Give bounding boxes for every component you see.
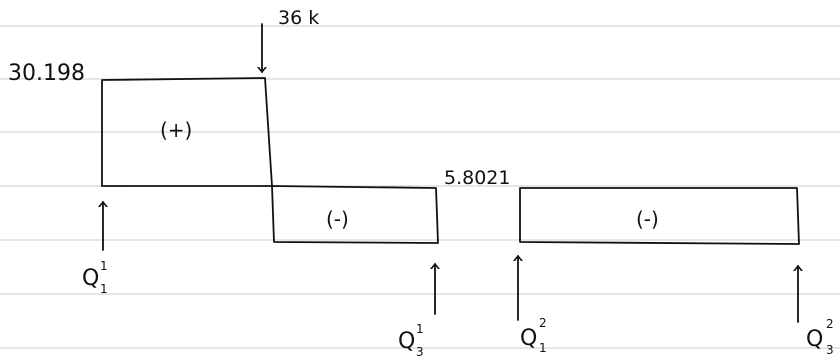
reaction-q: Q	[398, 329, 415, 354]
region-sign-minus-2: (-)	[636, 207, 659, 231]
reaction-label-q13: Q 1 3	[398, 322, 424, 359]
reaction-label-q21: Q 2 1	[520, 316, 547, 355]
positive-shear-block	[101, 77, 273, 187]
negative-shear-block-1	[271, 185, 439, 244]
reaction-superscript: 2	[539, 316, 547, 330]
reaction-subscript: 3	[826, 343, 834, 357]
reaction-subscript: 1	[539, 341, 547, 355]
reaction-label-q23: Q 2 3	[806, 317, 834, 357]
reaction-superscript: 1	[416, 322, 424, 336]
region-sign-plus: (+)	[160, 118, 192, 142]
value-label-left: 30.198	[8, 61, 85, 86]
reaction-subscript: 1	[100, 282, 108, 296]
reaction-q: Q	[82, 266, 99, 291]
reaction-subscript: 3	[416, 345, 424, 359]
reaction-superscript: 1	[100, 259, 108, 273]
negative-shear-block-2	[519, 187, 800, 245]
point-load-label: 36 k	[278, 7, 319, 29]
reaction-superscript: 2	[826, 317, 834, 331]
reaction-q: Q	[806, 327, 823, 352]
region-sign-minus-1: (-)	[326, 207, 349, 231]
reaction-label-q11: Q 1 1	[82, 259, 108, 296]
reaction-q: Q	[520, 326, 537, 351]
value-label-mid: 5.8021	[444, 167, 510, 189]
